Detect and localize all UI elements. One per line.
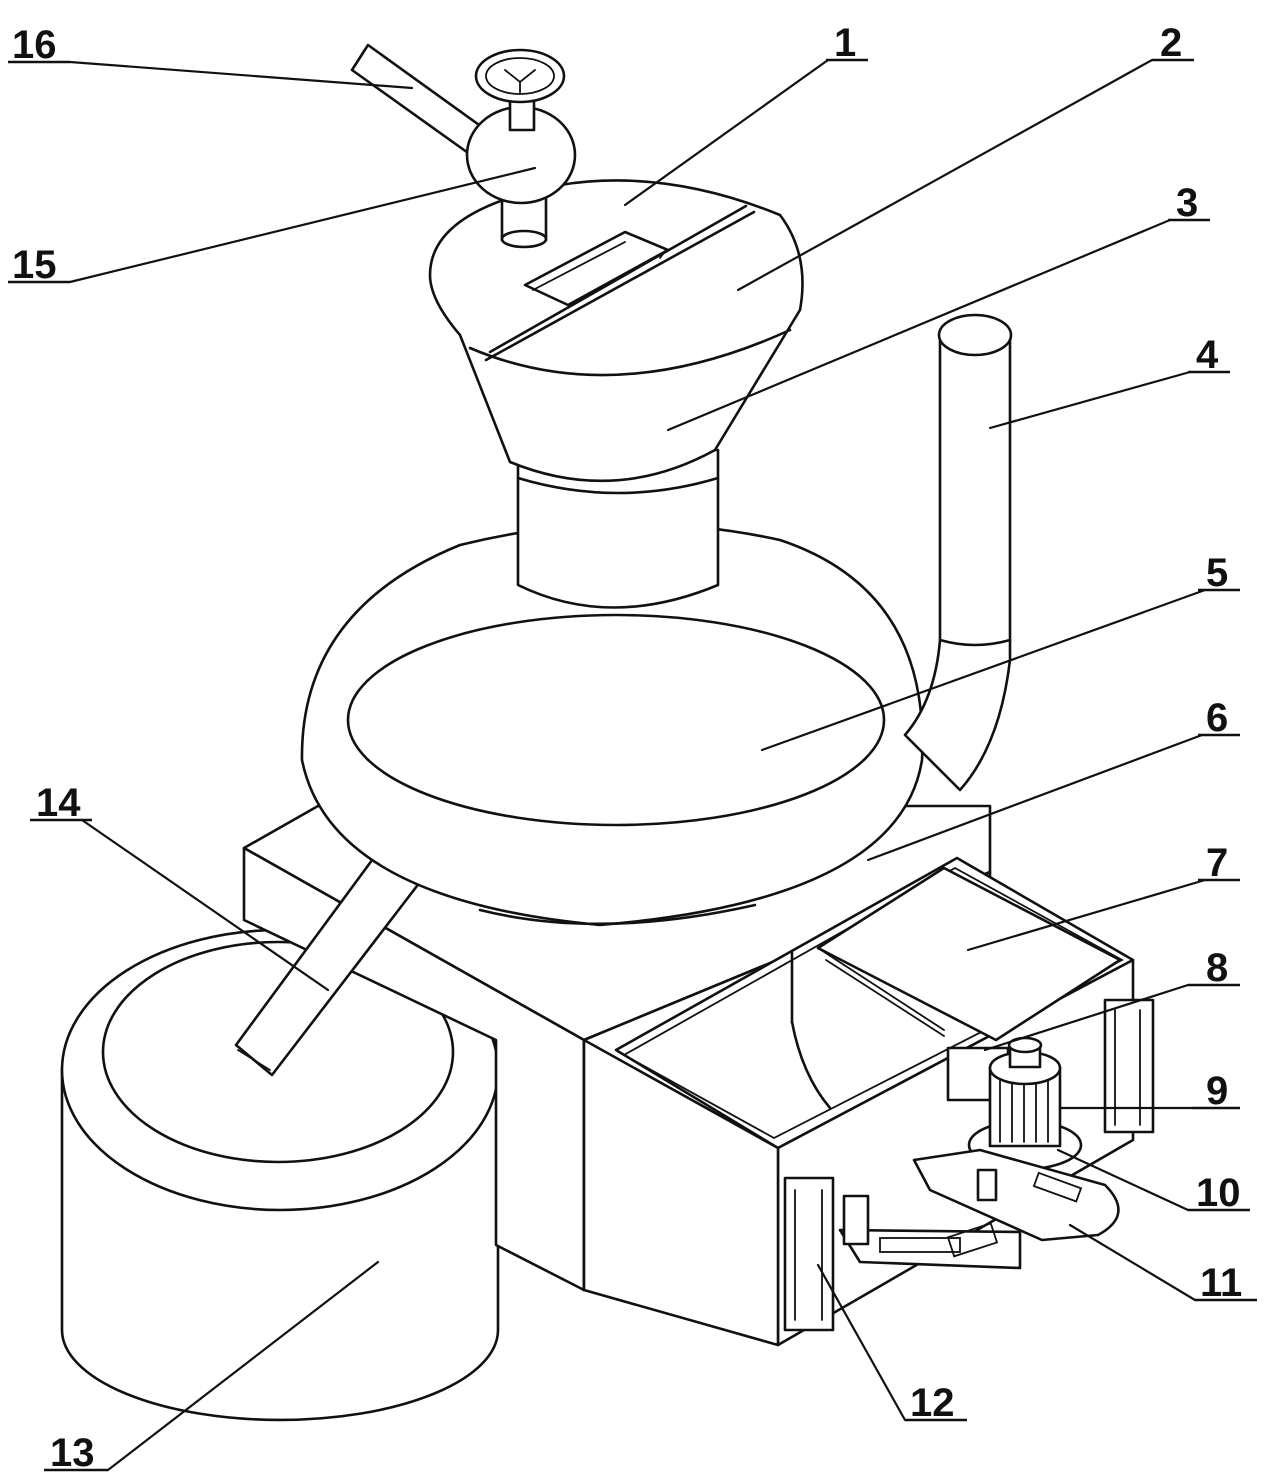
callout-number: 12: [910, 1381, 955, 1425]
grinding-housing: [300, 522, 924, 927]
motor-assembly: [783, 998, 1155, 1332]
callout-number: 7: [1206, 841, 1228, 885]
suction-pipe: [903, 313, 1013, 792]
collection-barrel: [60, 928, 500, 1422]
callout-number: 9: [1206, 1069, 1228, 1113]
callout-14: 14: [30, 781, 92, 825]
callout-10: 10: [1188, 1171, 1250, 1215]
callout-number: 15: [12, 243, 57, 287]
callout-16: 16: [8, 23, 70, 67]
callout-number: 5: [1206, 551, 1228, 595]
callout-13: 13: [44, 1431, 108, 1474]
callout-2: 2: [1152, 21, 1194, 65]
callout-number: 10: [1196, 1171, 1241, 1215]
callout-number: 3: [1176, 181, 1198, 225]
feed-hopper: [428, 179, 804, 483]
callout-15: 15: [8, 243, 70, 287]
callout-number: 16: [12, 23, 57, 67]
callout-11: 11: [1195, 1261, 1257, 1305]
neck-column: [516, 448, 720, 609]
callout-12: 12: [905, 1381, 967, 1425]
callout-6: 6: [1198, 696, 1240, 740]
callout-3: 3: [1168, 181, 1210, 225]
callout-number: 14: [36, 781, 81, 825]
callout-number: 13: [50, 1431, 95, 1474]
leader-lines: [68, 58, 1207, 1472]
callout-number: 11: [1200, 1261, 1242, 1305]
callout-number: 1: [834, 21, 856, 65]
callout-number: 2: [1160, 21, 1182, 65]
callout-number: 8: [1206, 946, 1228, 990]
callout-5: 5: [1198, 551, 1240, 595]
callout-1: 1: [826, 21, 868, 65]
callout-7: 7: [1198, 841, 1240, 885]
callout-number: 4: [1196, 333, 1219, 377]
callout-number: 6: [1206, 696, 1228, 740]
callout-4: 4: [1188, 333, 1230, 377]
callout-9: 9: [1192, 1069, 1240, 1113]
callout-8: 8: [1188, 946, 1240, 990]
feed-valve: [350, 43, 577, 249]
